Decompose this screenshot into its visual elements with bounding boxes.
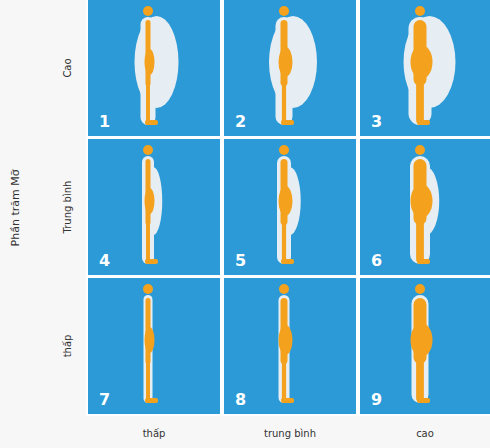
muscle-core (279, 186, 293, 216)
muscle-leg (146, 219, 150, 263)
foot (417, 120, 430, 125)
muscle-core (411, 45, 433, 79)
body-panel: 9 (360, 278, 490, 414)
muscle-leg (416, 358, 424, 402)
body-panel: 7 (88, 278, 220, 414)
callout-number: 8 (235, 392, 246, 408)
head (415, 6, 425, 16)
muscle-core (145, 188, 155, 214)
callout-number: 2 (235, 114, 246, 130)
head (415, 145, 425, 155)
muscle-leg (416, 219, 424, 263)
axis-title: Phần trăm Mỡ (9, 170, 22, 247)
head (279, 145, 289, 155)
row-label: Cao (62, 58, 74, 77)
column-label: thấp (143, 428, 166, 440)
head (143, 284, 153, 294)
muscle-core (411, 184, 433, 218)
body-panel: 5 (224, 139, 356, 275)
column-label: trung bình (264, 428, 316, 440)
head (279, 284, 289, 294)
muscle-core (145, 49, 155, 75)
callout-number: 3 (371, 114, 382, 130)
foot (417, 398, 430, 403)
muscle-leg (146, 358, 150, 402)
column-label: cao (416, 428, 434, 440)
foot (281, 259, 294, 264)
foot (417, 259, 430, 264)
row-label: Trung bình (62, 181, 74, 234)
row-label: thấp (62, 335, 74, 358)
callout-number: 9 (371, 392, 382, 408)
body-panel: 2 (224, 0, 356, 136)
muscle-core (279, 325, 293, 355)
fat-outline (404, 16, 456, 108)
muscle-core (145, 327, 155, 353)
fat-outline (269, 16, 317, 108)
body-panel: 4 (88, 139, 220, 275)
foot (145, 259, 158, 264)
body-panel: 1 (88, 0, 220, 136)
muscle-core (411, 323, 433, 357)
muscle-core (279, 47, 293, 77)
callout-number: 1 (99, 114, 110, 130)
body-panel: 6 (360, 139, 490, 275)
fat-outline (135, 16, 179, 108)
muscle-leg (282, 358, 286, 402)
foot (281, 398, 294, 403)
body-panel: 8 (224, 278, 356, 414)
head (143, 6, 153, 16)
body-panel: 3 (360, 0, 490, 136)
muscle-leg (416, 80, 424, 124)
muscle-leg (282, 80, 286, 124)
callout-number: 4 (99, 253, 110, 269)
muscle-leg (282, 219, 286, 263)
foot (145, 398, 158, 403)
callout-number: 5 (235, 253, 246, 269)
muscle-leg (146, 80, 150, 124)
foot (281, 120, 294, 125)
head (415, 284, 425, 294)
foot (145, 120, 158, 125)
head (143, 145, 153, 155)
callout-number: 6 (371, 253, 382, 269)
head (279, 6, 289, 16)
callout-number: 7 (99, 392, 110, 408)
